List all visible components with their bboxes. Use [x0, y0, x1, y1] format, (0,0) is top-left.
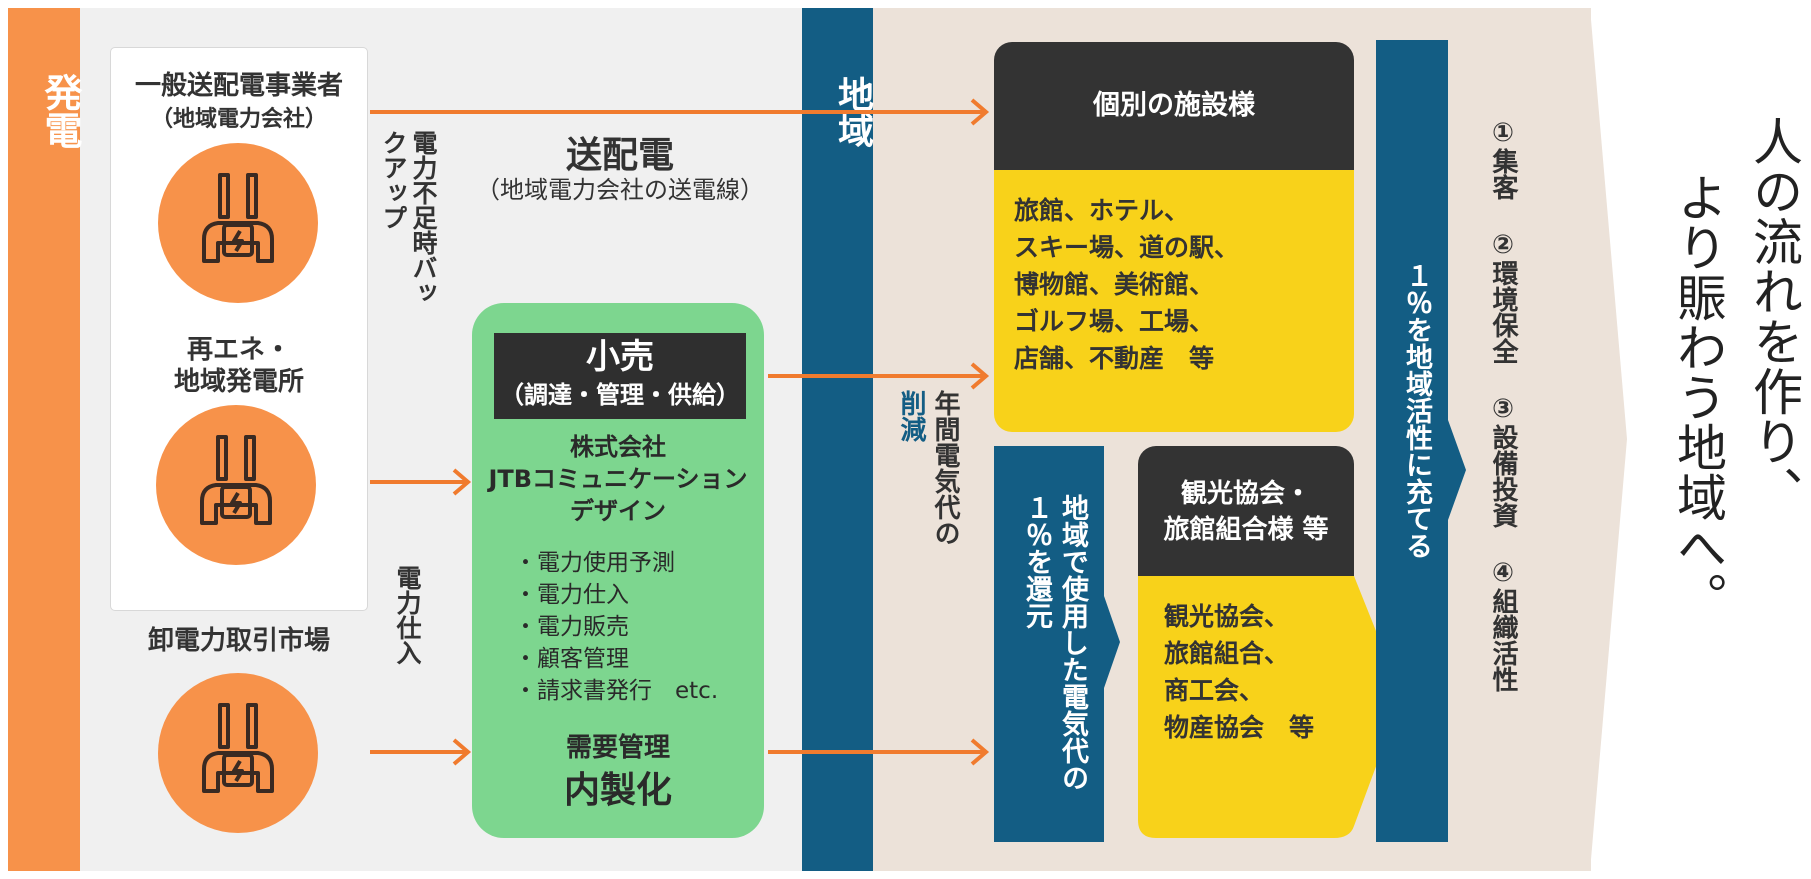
association-item: 物産協会 等 [1164, 713, 1315, 742]
utility-subtitle: （地域電力会社） [150, 107, 327, 132]
demand-management-label: 需要管理 [565, 733, 670, 763]
association-item: 観光協会、 [1164, 602, 1290, 631]
associations-box [1138, 576, 1402, 838]
return-bar [994, 446, 1120, 842]
wholesale-market-title: 卸電力取引市場 [147, 626, 330, 656]
task-item: ・電力使用予測 [514, 550, 675, 576]
facility-item: ゴルフ場、工場、 [1014, 307, 1215, 336]
reduction-accent: 削減 [896, 390, 926, 442]
procurement-label: 電力仕入 [393, 565, 422, 665]
backup-label: 電力不足時バックアップ [379, 130, 438, 305]
task-item: ・電力仕入 [514, 582, 629, 608]
transmission-title: 送配電 [565, 135, 674, 176]
association-item: 旅館組合、 [1164, 639, 1290, 668]
return-label: 地域で使用した電気代の１％を還元 [1021, 494, 1088, 791]
company-line: デザイン [570, 497, 666, 525]
retail-subtitle: （調達・管理・供給） [500, 381, 740, 409]
renewable-title: 再エネ・ [186, 335, 291, 365]
one-percent-label: １％を地域活性に充てる [1401, 262, 1432, 559]
in-house-label: 内製化 [563, 770, 672, 811]
utility-title: 一般送配電事業者 [134, 71, 343, 101]
power-plant-icon [156, 405, 316, 565]
retail-header: 小売 （調達・管理・供給） [494, 333, 746, 419]
task-item: ・電力販売 [514, 614, 629, 640]
retail-box: 小売 （調達・管理・供給） 株式会社 JTBコミュニケーション デザイン ・電力… [472, 303, 764, 838]
generation-label: 発電 [38, 73, 82, 149]
company-line: JTBコミュニケーション [488, 465, 748, 493]
facility-item: 店舗、不動産 等 [1014, 344, 1215, 373]
associations-header-line: 旅館組合様 等 [1163, 515, 1329, 545]
associations-header: 観光協会・ 旅館組合様 等 [1138, 446, 1354, 576]
renewable-subtitle: 地域発電所 [173, 367, 304, 397]
associations-header-line: 観光協会・ [1180, 479, 1311, 509]
facility-item: 博物館、美術館、 [1014, 270, 1215, 299]
association-item: 商工会、 [1164, 676, 1265, 705]
task-item: ・請求書発行 etc. [514, 678, 719, 704]
facilities-header: 個別の施設様 [994, 42, 1354, 170]
company-line: 株式会社 [570, 433, 666, 461]
facility-item: スキー場、道の駅、 [1014, 233, 1240, 262]
annual-reduction-label: 年間電気代の [930, 390, 960, 546]
transmission-subtitle: （地域電力会社の送電線） [476, 176, 764, 204]
one-percent-bar [1376, 40, 1466, 842]
facilities-box: 旅館、ホテル、 スキー場、道の駅、 博物館、美術館、 ゴルフ場、工場、 店舗、不… [994, 170, 1354, 432]
associations-list: 観光協会、 旅館組合、 商工会、 物産協会 等 [1164, 598, 1314, 746]
power-plant-icon [158, 143, 318, 303]
facility-item: 旅館、ホテル、 [1014, 196, 1190, 225]
slogan-line-1: 人の流れを作り、 [1745, 116, 1803, 516]
slogan-line-2: より賑わう地域へ。 [1669, 172, 1727, 622]
power-plant-icon [158, 673, 318, 833]
generation-bar: 発電 [8, 8, 82, 871]
right-chevron [1530, 8, 1627, 871]
task-item: ・顧客管理 [514, 646, 629, 672]
effects-list: ①集客 ②環境保全 ③設備投資 ④組織活性 [1488, 118, 1518, 692]
region-column: 地域 [802, 8, 873, 871]
retail-title: 小売 [586, 337, 654, 377]
